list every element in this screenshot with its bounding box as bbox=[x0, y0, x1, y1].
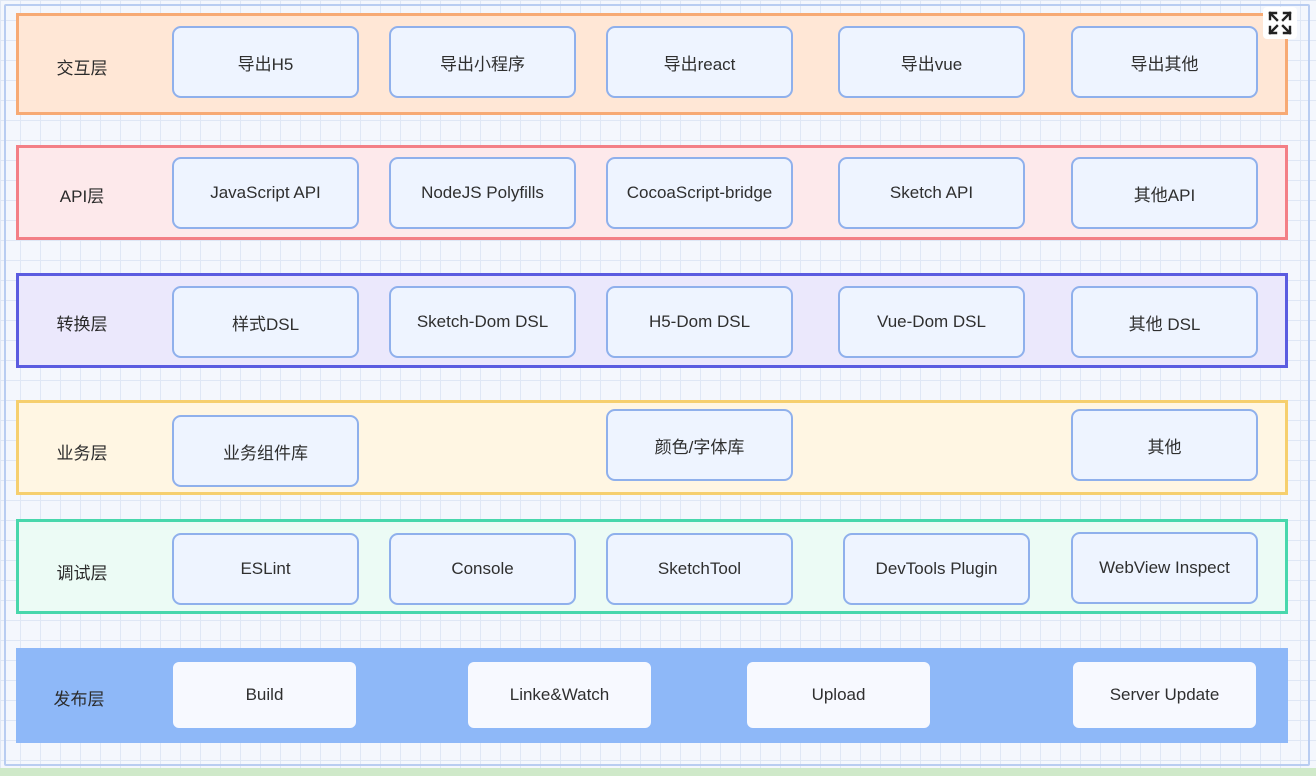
box-other-dsl[interactable]: 其他 DSL bbox=[1071, 286, 1258, 358]
box-sketchtool[interactable]: SketchTool bbox=[606, 533, 793, 605]
box-color-font-library[interactable]: 颜色/字体库 bbox=[606, 409, 793, 481]
diagram-canvas-frame bbox=[4, 4, 1310, 766]
layer-business: 业务层 业务组件库 颜色/字体库 其他 bbox=[16, 400, 1288, 495]
layer-conversion: 转换层 样式DSL Sketch-Dom DSL H5-Dom DSL Vue-… bbox=[16, 273, 1288, 368]
box-console[interactable]: Console bbox=[389, 533, 576, 605]
box-eslint[interactable]: ESLint bbox=[172, 533, 359, 605]
box-business-other[interactable]: 其他 bbox=[1071, 409, 1258, 481]
box-upload[interactable]: Upload bbox=[747, 662, 930, 728]
box-export-other[interactable]: 导出其他 bbox=[1071, 26, 1258, 98]
box-webview-inspect[interactable]: WebView Inspect bbox=[1071, 532, 1258, 604]
box-export-miniprogram[interactable]: 导出小程序 bbox=[389, 26, 576, 98]
layer-label: 交互层 bbox=[56, 59, 108, 78]
box-devtools-plugin[interactable]: DevTools Plugin bbox=[843, 533, 1030, 605]
fullscreen-button[interactable] bbox=[1263, 7, 1297, 39]
box-sketch-dom-dsl[interactable]: Sketch-Dom DSL bbox=[389, 286, 576, 358]
layer-api: API层 JavaScript API NodeJS Polyfills Coc… bbox=[16, 145, 1288, 240]
box-linke-watch[interactable]: Linke&Watch bbox=[468, 662, 651, 728]
layer-label: 发布层 bbox=[53, 690, 105, 709]
layer-label: 业务层 bbox=[56, 444, 108, 463]
box-vue-dom-dsl[interactable]: Vue-Dom DSL bbox=[838, 286, 1025, 358]
layer-interaction: 交互层 导出H5 导出小程序 导出react 导出vue 导出其他 bbox=[16, 13, 1288, 115]
box-export-vue[interactable]: 导出vue bbox=[838, 26, 1025, 98]
box-export-h5[interactable]: 导出H5 bbox=[172, 26, 359, 98]
expand-icon bbox=[1268, 11, 1292, 35]
box-server-update[interactable]: Server Update bbox=[1073, 662, 1256, 728]
bottom-strip bbox=[0, 768, 1316, 776]
layer-label: API层 bbox=[59, 187, 105, 206]
box-javascript-api[interactable]: JavaScript API bbox=[172, 157, 359, 229]
layer-release: 发布层 Build Linke&Watch Upload Server Upda… bbox=[16, 648, 1288, 743]
box-business-components[interactable]: 业务组件库 bbox=[172, 415, 359, 487]
box-cocoascript-bridge[interactable]: CocoaScript-bridge bbox=[606, 157, 793, 229]
layer-label: 转换层 bbox=[56, 315, 108, 334]
box-h5-dom-dsl[interactable]: H5-Dom DSL bbox=[606, 286, 793, 358]
box-nodejs-polyfills[interactable]: NodeJS Polyfills bbox=[389, 157, 576, 229]
layer-debug: 调试层 ESLint Console SketchTool DevTools P… bbox=[16, 519, 1288, 614]
box-sketch-api[interactable]: Sketch API bbox=[838, 157, 1025, 229]
box-other-api[interactable]: 其他API bbox=[1071, 157, 1258, 229]
box-export-react[interactable]: 导出react bbox=[606, 26, 793, 98]
box-style-dsl[interactable]: 样式DSL bbox=[172, 286, 359, 358]
layer-label: 调试层 bbox=[56, 564, 108, 583]
box-build[interactable]: Build bbox=[173, 662, 356, 728]
